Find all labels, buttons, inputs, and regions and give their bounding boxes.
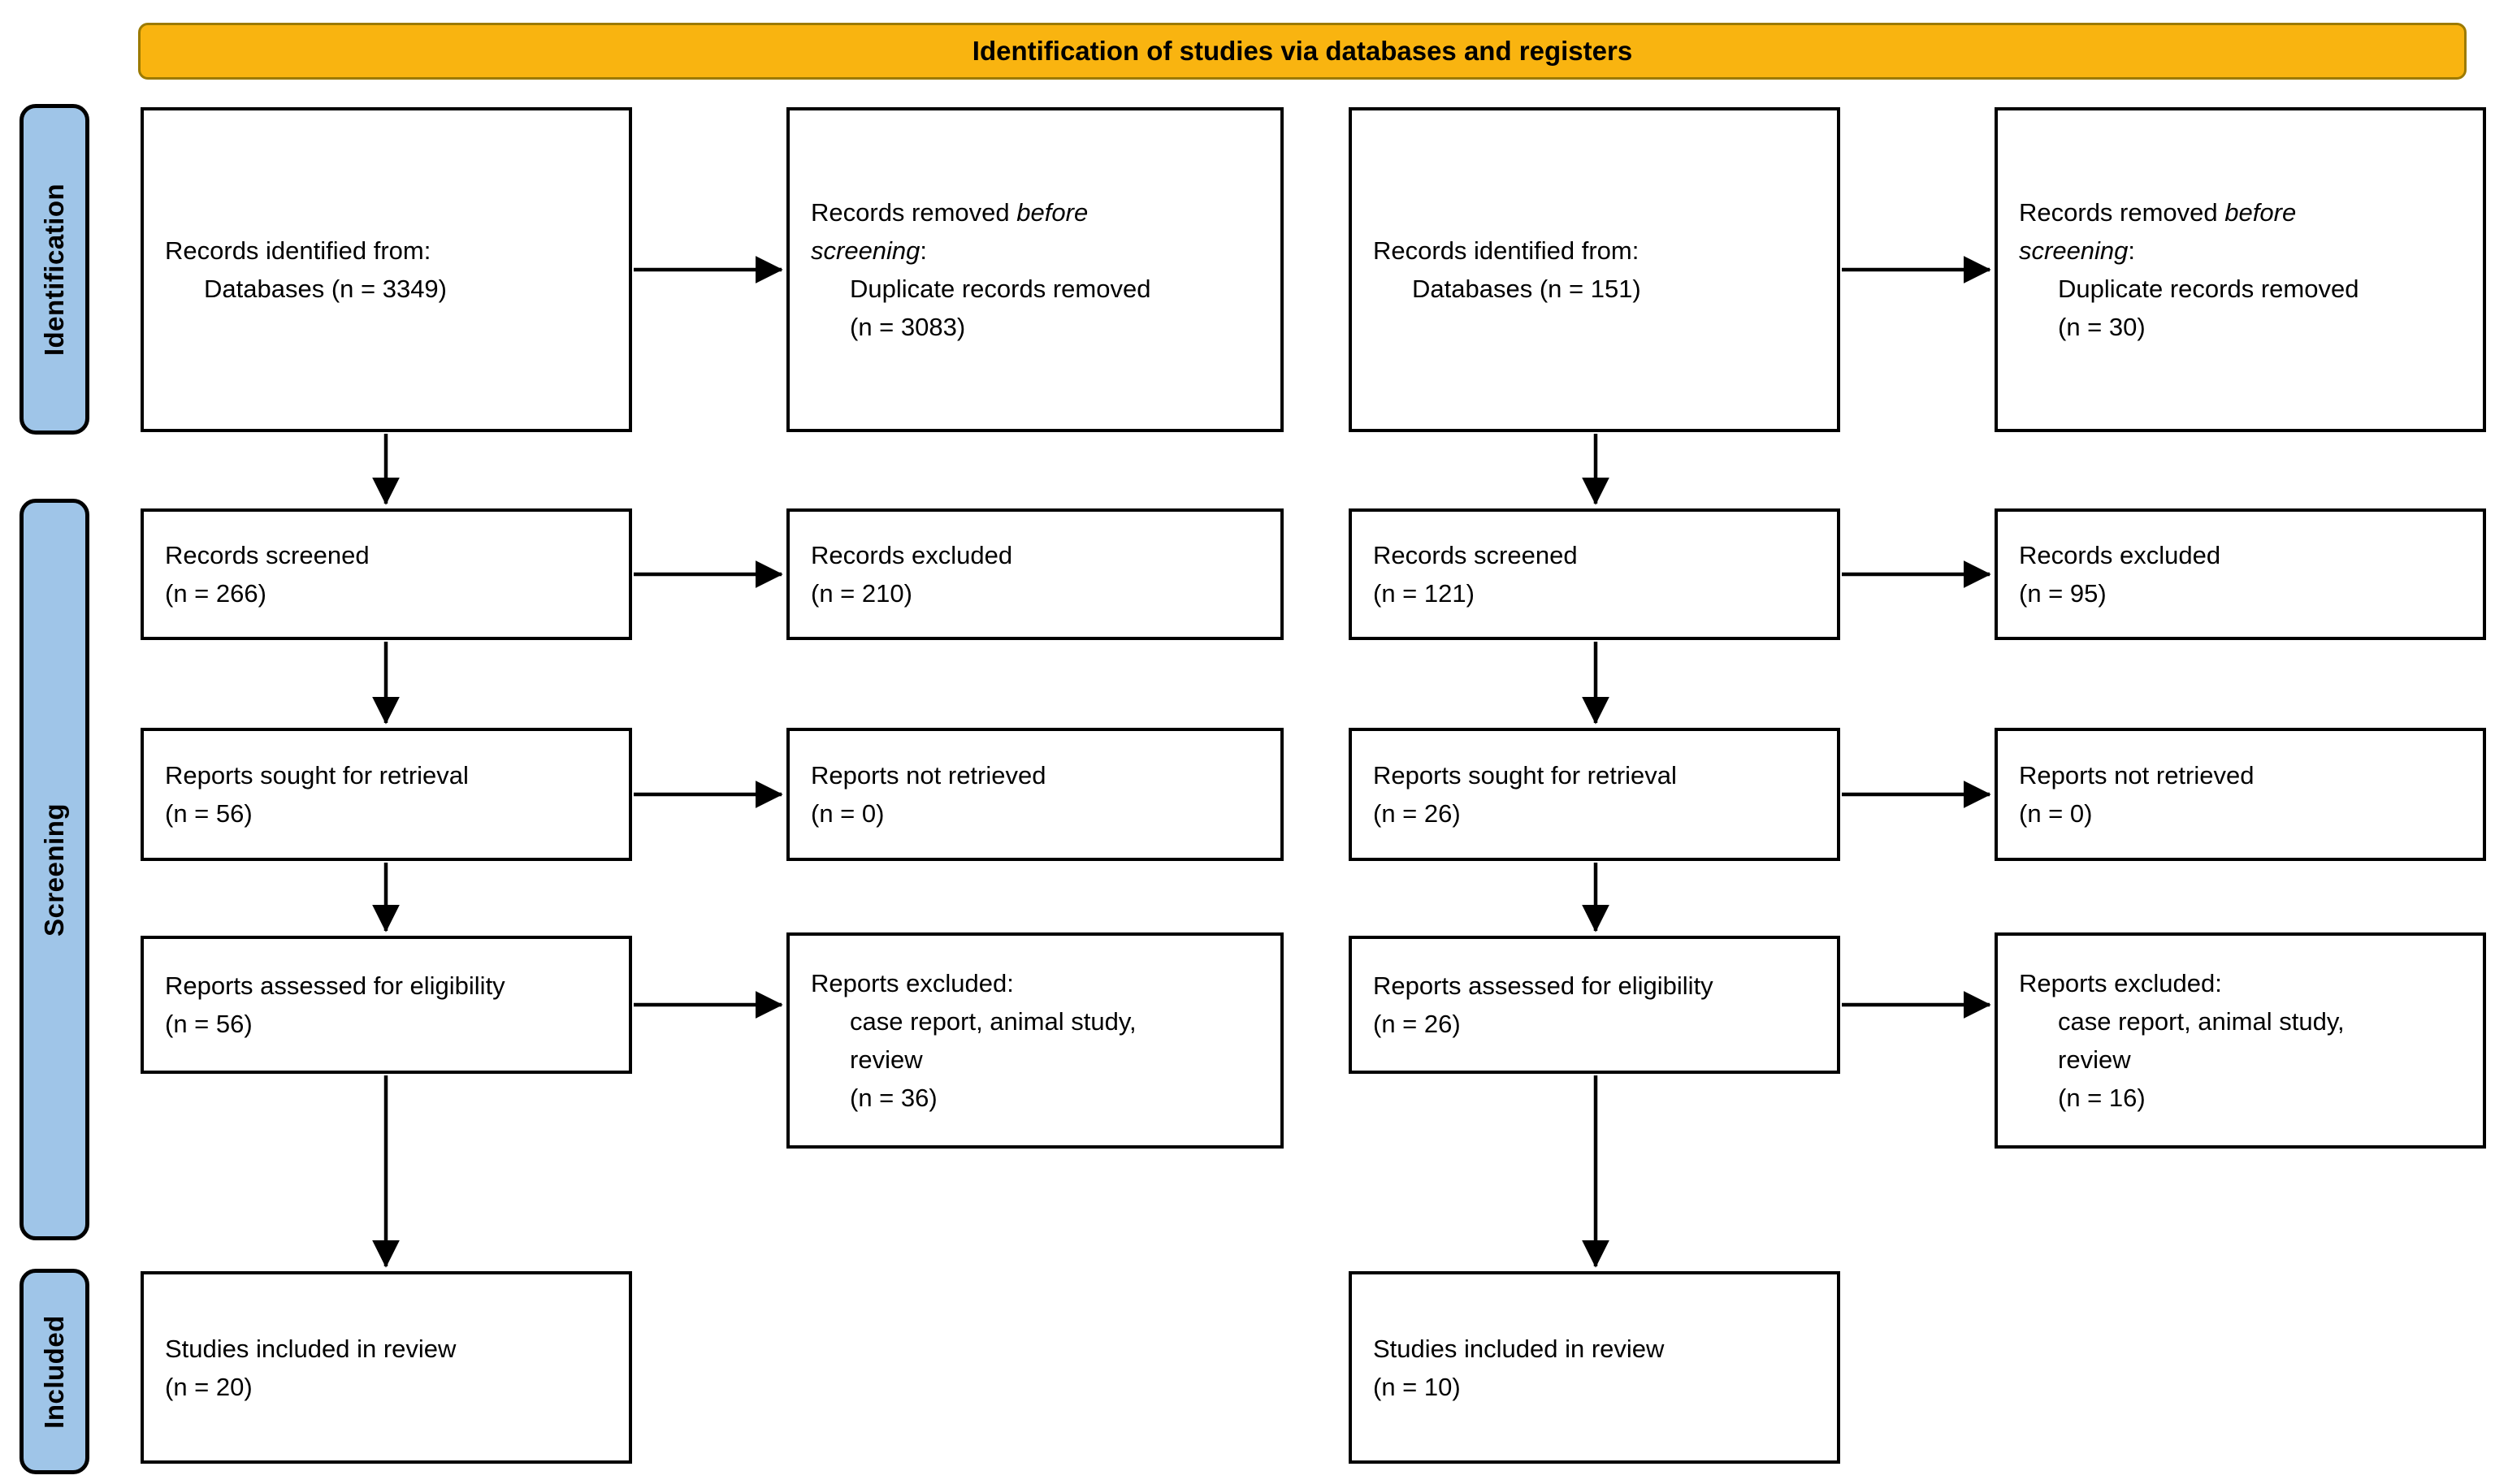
text-line: (n = 36)	[850, 1084, 938, 1112]
text-line: (n = 56)	[165, 1010, 253, 1038]
text-line: Studies included in review	[1373, 1334, 1665, 1363]
text-line: Records removed	[2019, 198, 2225, 227]
text-italic: before	[2224, 198, 2297, 227]
text-line: (n = 0)	[811, 799, 885, 828]
banner-identification-via-databases: Identification of studies via databases …	[138, 23, 2467, 80]
text-line: Reports excluded:	[2019, 969, 2222, 997]
text-italic: screening	[811, 236, 920, 265]
text-line: Records identified from:	[165, 236, 431, 265]
stage-label-screening-text: Screening	[39, 803, 69, 937]
text-line: case report, animal study,	[2058, 1007, 2345, 1036]
stage-label-identification-text: Identification	[39, 183, 69, 356]
text-line: Reports assessed for eligibility	[1373, 971, 1713, 1000]
text-line: (n = 266)	[165, 579, 266, 608]
box-records-excluded-right: Records excluded (n = 95)	[1995, 508, 2486, 640]
text-italic: screening	[2019, 236, 2129, 265]
box-reports-assessed-right: Reports assessed for eligibility (n = 26…	[1349, 936, 1840, 1074]
box-reports-assessed-left: Reports assessed for eligibility (n = 56…	[141, 936, 632, 1074]
text-line: (n = 121)	[1373, 579, 1475, 608]
stage-label-screening: Screening	[19, 499, 89, 1240]
text-line: (n = 10)	[1373, 1372, 1461, 1401]
text-line: :	[2128, 236, 2136, 265]
text-line: (n = 3083)	[850, 313, 966, 341]
text-line: (n = 95)	[2019, 579, 2107, 608]
box-records-screened-left: Records screened (n = 266)	[141, 508, 632, 640]
box-records-excluded-left: Records excluded (n = 210)	[786, 508, 1284, 640]
text-line: Records removed	[811, 198, 1017, 227]
text-line: Duplicate records removed	[850, 275, 1151, 303]
box-records-identified-left: Records identified from: Databases (n = …	[141, 107, 632, 432]
box-reports-not-retrieved-left: Reports not retrieved (n = 0)	[786, 728, 1284, 861]
text-line: Records excluded	[2019, 541, 2221, 569]
text-line: Reports sought for retrieval	[1373, 761, 1677, 790]
text-line: (n = 26)	[1373, 799, 1461, 828]
box-reports-sought-right: Reports sought for retrieval (n = 26)	[1349, 728, 1840, 861]
text-line: :	[920, 236, 928, 265]
text-line: Duplicate records removed	[2058, 275, 2359, 303]
text-line: case report, animal study,	[850, 1007, 1137, 1036]
box-reports-excluded-right: Reports excluded: case report, animal st…	[1995, 932, 2486, 1149]
text-line: (n = 20)	[165, 1372, 253, 1401]
box-studies-included-right: Studies included in review (n = 10)	[1349, 1271, 1840, 1464]
text-line: review	[2058, 1045, 2131, 1074]
box-reports-excluded-left: Reports excluded: case report, animal st…	[786, 932, 1284, 1149]
text-line: Records screened	[1373, 541, 1578, 569]
box-reports-sought-left: Reports sought for retrieval (n = 56)	[141, 728, 632, 861]
text-line: (n = 30)	[2058, 313, 2146, 341]
text-line: (n = 26)	[1373, 1010, 1461, 1038]
text-line: Records screened	[165, 541, 370, 569]
box-reports-not-retrieved-right: Reports not retrieved (n = 0)	[1995, 728, 2486, 861]
text-line: Reports excluded:	[811, 969, 1014, 997]
box-studies-included-left: Studies included in review (n = 20)	[141, 1271, 632, 1464]
text-line: review	[850, 1045, 923, 1074]
text-line: Studies included in review	[165, 1334, 457, 1363]
box-records-removed-left: Records removed before screening: Duplic…	[786, 107, 1284, 432]
text-line: Reports assessed for eligibility	[165, 971, 505, 1000]
box-records-identified-right: Records identified from: Databases (n = …	[1349, 107, 1840, 432]
text-line: Reports sought for retrieval	[165, 761, 469, 790]
text-line: Reports not retrieved	[2019, 761, 2255, 790]
text-line: (n = 0)	[2019, 799, 2093, 828]
text-line: (n = 210)	[811, 579, 912, 608]
text-line: (n = 56)	[165, 799, 253, 828]
text-line: Reports not retrieved	[811, 761, 1046, 790]
text-line: Records excluded	[811, 541, 1013, 569]
box-records-screened-right: Records screened (n = 121)	[1349, 508, 1840, 640]
text-line: (n = 16)	[2058, 1084, 2146, 1112]
stage-label-included: Included	[19, 1269, 89, 1474]
stage-label-included-text: Included	[39, 1314, 69, 1429]
text-italic: before	[1016, 198, 1089, 227]
stage-label-identification: Identification	[19, 104, 89, 435]
text-line: Records identified from:	[1373, 236, 1640, 265]
text-line: Databases (n = 151)	[1412, 275, 1641, 303]
text-line: Databases (n = 3349)	[204, 275, 447, 303]
box-records-removed-right: Records removed before screening: Duplic…	[1995, 107, 2486, 432]
banner-title: Identification of studies via databases …	[972, 36, 1633, 66]
